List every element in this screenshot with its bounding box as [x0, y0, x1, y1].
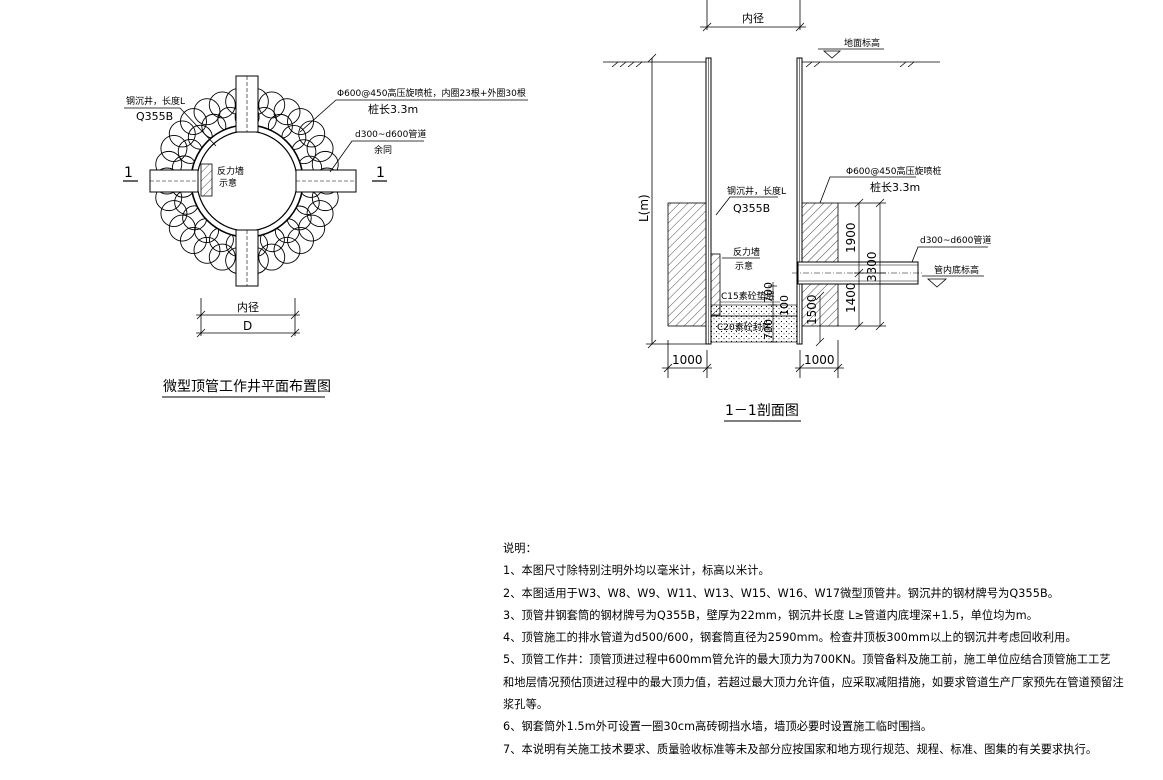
- note-line: 浆孔等。: [503, 698, 549, 712]
- design-notes: 说明： 1、本图尺寸除特别注明外均以毫米计，标高以米计。 2、本图适用于W3、W…: [503, 538, 1153, 761]
- jetgrout-pile: [180, 108, 207, 136]
- dim-1400: 1400: [844, 282, 858, 313]
- dim-100: 100: [778, 295, 791, 316]
- section-mark-left: 1: [124, 165, 133, 181]
- plan-dim-d: D: [243, 319, 252, 333]
- plan-view: 反力墙 示意 1 1 钢沉井，长度L Q355B Φ600@450高压旋喷桩，内…: [123, 75, 528, 398]
- plan-pile-length: 桩长3.3m: [368, 102, 418, 116]
- plan-reaction-wall: [200, 163, 213, 197]
- dim-1000-right: 1000: [804, 353, 835, 367]
- section-wall-label-1: 反力墙: [733, 246, 760, 258]
- dim-1500: 1500: [805, 294, 819, 325]
- plan-pipe-same: 余同: [374, 144, 392, 156]
- jetgrout-block-left: [667, 202, 707, 327]
- ground-level-label: 地面标高: [844, 37, 880, 49]
- jetgrout-pile: [306, 200, 334, 227]
- c15-label: C15素砼垫层: [721, 290, 775, 302]
- jetgrout-pile: [208, 243, 236, 271]
- note-line: 3、顶管井钢套筒的钢材牌号为Q355B，壁厚为22mm，钢沉井长度 L≥管道内底…: [503, 608, 1039, 622]
- jetgrout-pile: [287, 226, 314, 254]
- jetgrout-pile: [258, 243, 286, 271]
- plan-wall-label-1: 反力墙: [217, 165, 244, 177]
- note-line: 7、本说明有关施工技术要求、质量验收标准等未及部分应按国家和地方现行规范、规程、…: [503, 742, 1098, 756]
- section-pipe-label: d300~d600管道: [920, 234, 991, 246]
- section-wall-label-2: 示意: [735, 260, 753, 272]
- jetgrout-pile: [273, 236, 301, 264]
- dim-1900: 1900: [844, 222, 858, 253]
- plan-jetgrout-label: Φ600@450高压旋喷桩，内圈23根+外圈30根: [337, 87, 526, 99]
- plan-caisson-label: 钢沉井，长度L: [126, 95, 185, 107]
- section-dim-inner: 内径: [742, 11, 764, 25]
- dim-3300: 3300: [865, 251, 879, 282]
- jetgrout-pile: [273, 98, 301, 126]
- section-caisson-label: 钢沉井，长度L: [727, 185, 786, 197]
- jetgrout-pile: [168, 120, 196, 148]
- section-view: 内径 地面标高 反力墙 示意: [603, 0, 991, 422]
- plan-wall-label-2: 示意: [219, 177, 237, 189]
- ground-line: [603, 48, 940, 68]
- jetgrout-pile: [298, 120, 326, 148]
- section-mark-right: 1: [376, 165, 385, 181]
- plan-title: 微型顶管工作井平面布置图: [163, 379, 331, 395]
- section-steel-grade: Q355B: [733, 202, 770, 215]
- dim-700-upper: 700: [762, 282, 775, 303]
- jetgrout-pile: [160, 200, 188, 227]
- depth-label: L(m): [637, 194, 651, 222]
- jetgrout-pile: [180, 226, 207, 254]
- c20-seal: [710, 315, 798, 343]
- dim-1000-left: 1000: [672, 353, 703, 367]
- plan-dimensions: [196, 298, 300, 338]
- note-line: 5、顶管工作井：顶管顶进过程中600mm管允许的最大顶力为700KN。顶管备料及…: [503, 653, 1111, 667]
- plan-pipe-label: d300~d600管道: [355, 128, 426, 140]
- invert-level-label: 管内底标高: [934, 264, 979, 276]
- jetgrout-pile: [193, 98, 221, 126]
- plan-dim-inner: 内径: [237, 300, 259, 314]
- dim-700-lower: 700: [762, 319, 775, 340]
- section-title: 1－1剖面图: [725, 403, 799, 419]
- notes-heading: 说明：: [503, 542, 537, 555]
- jetgrout-pile: [160, 135, 188, 162]
- plan-leaders: [124, 99, 528, 173]
- jetgrout-pile: [287, 108, 314, 136]
- note-line: 6、钢套筒外1.5m外可设置一圈30cm高砖砌挡水墙，墙顶必要时设置施工临时围挡…: [503, 720, 933, 734]
- plan-steel-grade: Q355B: [136, 110, 173, 123]
- note-line: 4、顶管施工的排水管道为d500/600，钢套筒直径为2590mm。检查井顶板3…: [503, 631, 1077, 645]
- section-jetgrout-label: Φ600@450高压旋喷桩: [846, 165, 941, 177]
- plan-pipes: [149, 75, 357, 287]
- note-line: 2、本图适用于W3、W8、W9、W11、W13、W15、W16、W17微型顶管井…: [503, 586, 1060, 600]
- c20-label: C20素砼封底: [717, 321, 771, 333]
- section-pile-length: 桩长3.3m: [870, 180, 920, 194]
- jetgrout-pile: [306, 135, 334, 162]
- note-line: 和地层情况预估顶进过程中的最大顶力值，若超过最大顶力允许值，应采取减阻措施，如要…: [503, 675, 1124, 689]
- jetgrout-pile: [193, 236, 221, 264]
- note-line: 1、本图尺寸除特别注明外均以毫米计，标高以米计。: [503, 564, 770, 578]
- jetgrout-pile: [168, 214, 196, 242]
